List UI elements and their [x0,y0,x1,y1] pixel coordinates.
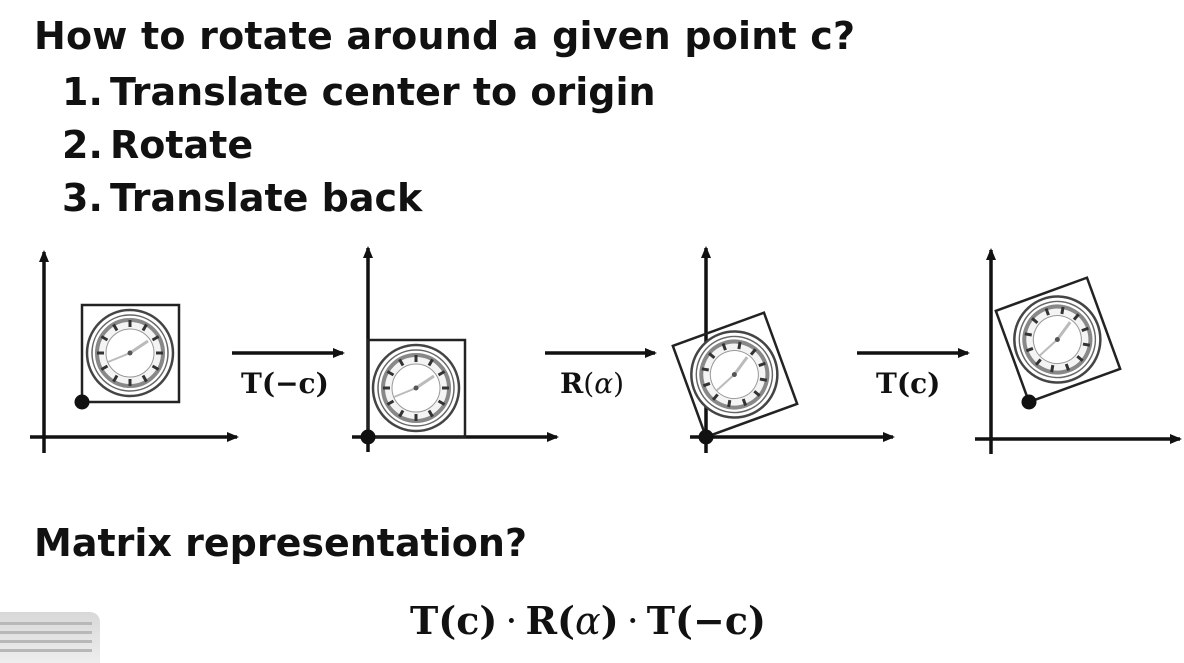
step-number: 1. [62,70,103,114]
steps-list: 1.Translate center to origin 2.Rotate 3.… [62,66,656,225]
step-number: 3. [62,176,103,220]
clock-icon [371,343,461,433]
formula-term: R( [525,598,576,643]
transform-label-translate-back: T(c) [876,367,941,400]
step-item: 2.Rotate [62,119,656,172]
diagram-translated-back [975,248,1182,454]
slide-title: How to rotate around a given point c? [34,14,856,58]
step-text: Translate back [110,176,423,220]
formula-alpha: α [575,599,601,643]
formula-term: T(−c) [646,598,766,643]
step-item: 1.Translate center to origin [62,66,656,119]
transform-diagrams: T(−c) R(α) T(c) [0,240,1184,470]
center-point [360,429,376,445]
matrix-formula: T(c)·R(α)·T(−c) [410,598,766,643]
step-number: 2. [62,123,103,167]
diagram-rotated [671,246,895,453]
transform-label-translate-neg: T(−c) [241,367,329,400]
object-square [994,276,1122,404]
center-point [74,394,90,410]
step-item: 3.Translate back [62,172,656,225]
diagram-original [30,250,239,453]
corner-object [0,612,100,663]
center-point [698,429,714,445]
formula-term: T(c) [410,598,498,643]
formula-dot: · [505,599,518,643]
diagram-canvas [30,246,1182,454]
clock-icon [85,308,175,398]
transform-label-rotate: R(α) [560,367,625,400]
formula-dot: · [626,599,639,643]
object-square [671,311,799,439]
object-square [366,338,467,439]
matrix-heading: Matrix representation? [34,521,527,565]
object-square [80,303,181,404]
diagram-translated [352,246,559,452]
step-text: Translate center to origin [110,70,656,114]
formula-term: ) [600,598,619,643]
center-point [1021,394,1037,410]
step-text: Rotate [110,123,254,167]
